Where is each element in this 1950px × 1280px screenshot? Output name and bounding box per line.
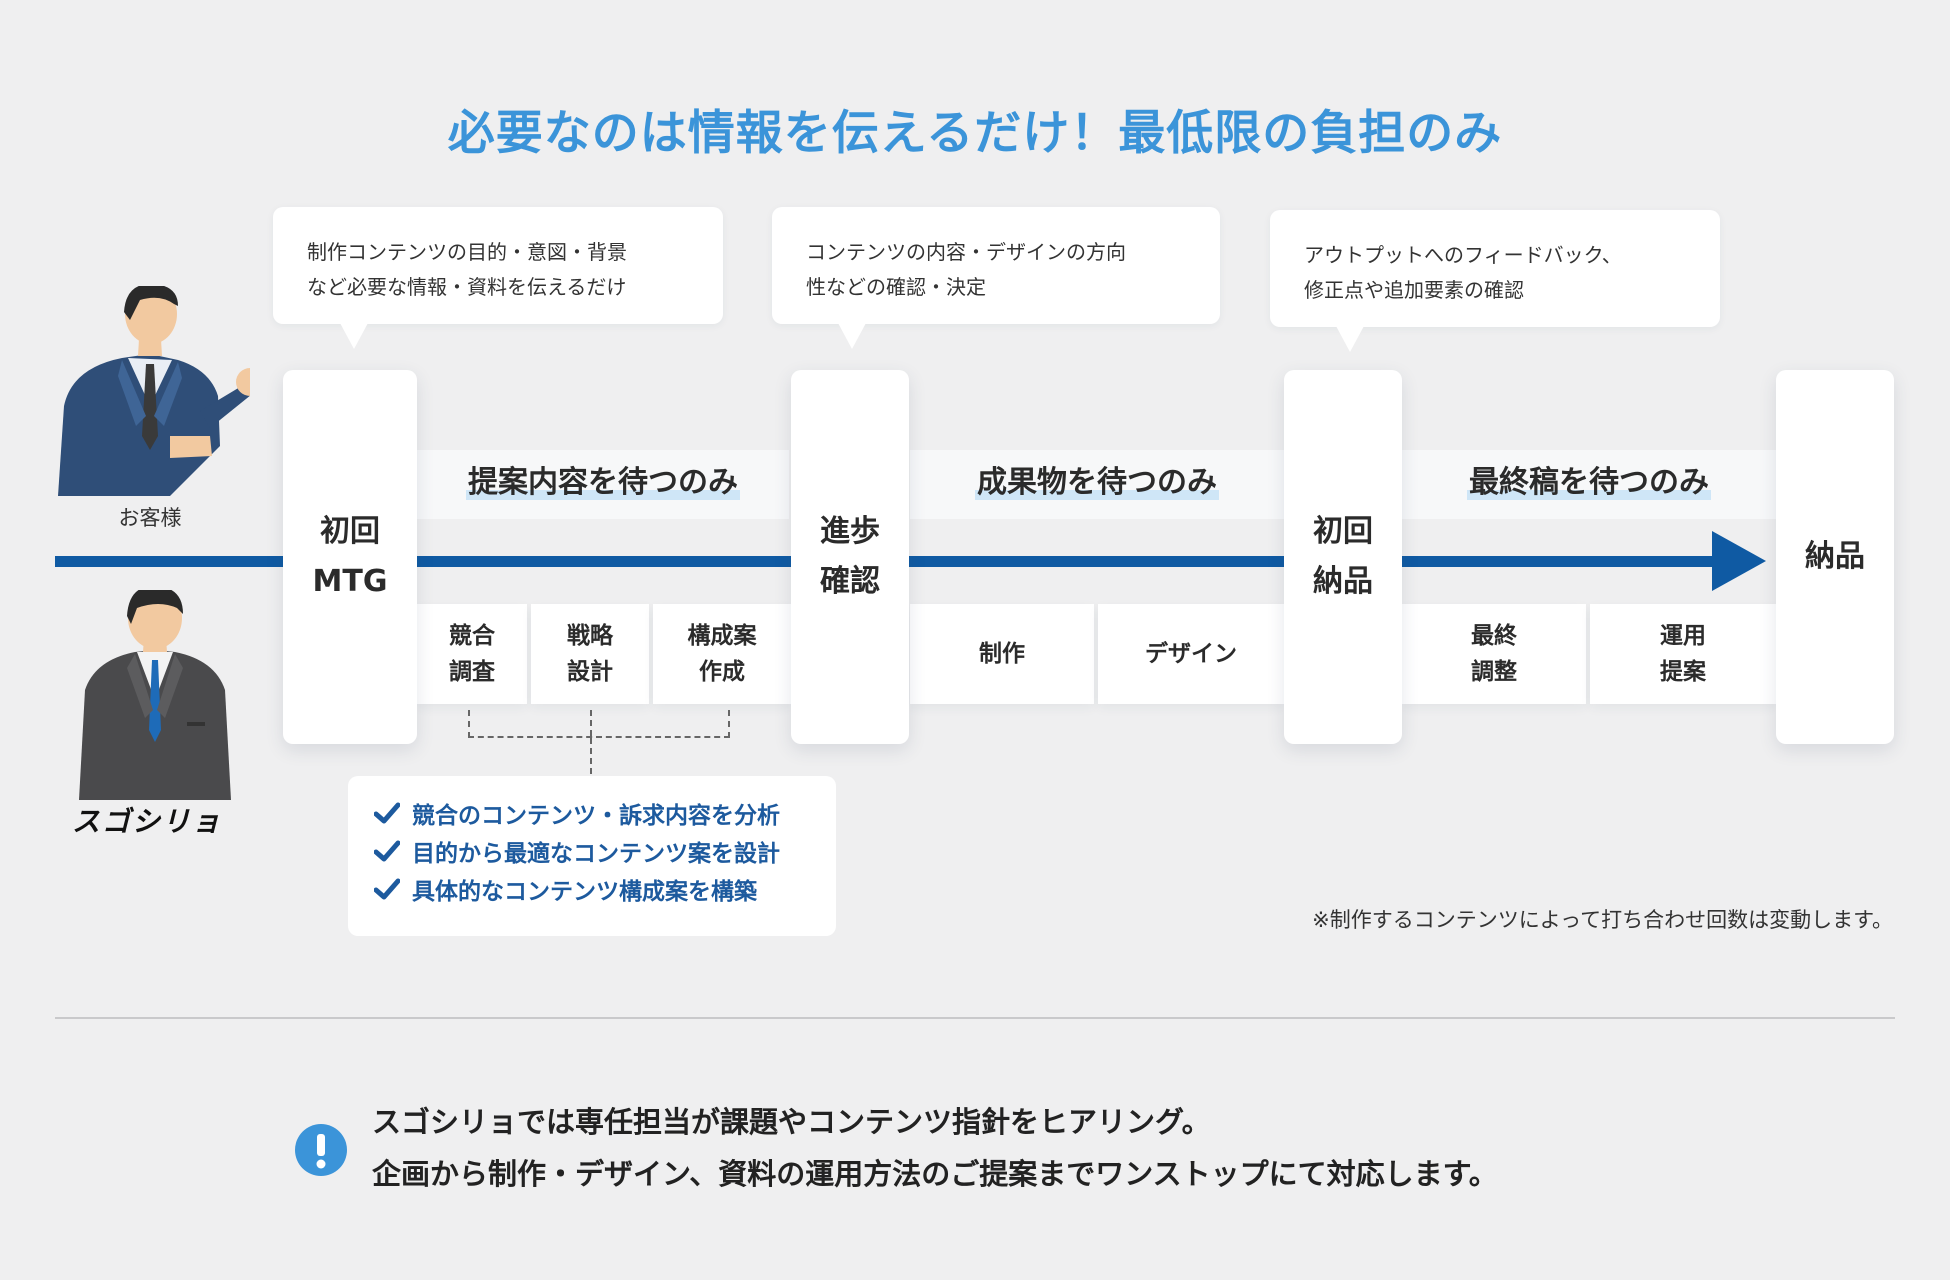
bubble-text: コンテンツの内容・デザインの方向 [806, 240, 1126, 264]
task-strip-phase1: 競合 調査 戦略 設計 構成案 作成 [417, 604, 791, 704]
wait-text: 最終稿を待つのみ [1467, 465, 1711, 500]
company-brand: スゴシリョ [72, 805, 223, 838]
milestone-progress-check: 進歩 確認 [791, 370, 909, 744]
task-bracket [468, 710, 730, 738]
bubble-text: 修正点や追加要素の確認 [1304, 278, 1524, 302]
milestone-first-delivery: 初回 納品 [1284, 370, 1402, 744]
checklist-text: 競合のコンテンツ・訴求内容を分析 [412, 803, 780, 829]
frequency-note: ※制作するコンテンツによって打ち合わせ回数は変動します。 [1312, 908, 1893, 932]
customer-label: お客様 [118, 506, 182, 530]
milestone-delivery: 納品 [1776, 370, 1894, 744]
bubble-text: など必要な情報・資料を伝えるだけ [307, 275, 627, 299]
wait-label-proposal: 提案内容を待つのみ [417, 463, 789, 503]
task-competitor-research: 競合 調査 [417, 604, 527, 704]
customer-avatar [50, 283, 292, 496]
checkmark-icon [374, 878, 400, 900]
task-strip-phase2: 制作 デザイン [910, 604, 1284, 704]
bracket-center-tick [590, 710, 592, 736]
wait-label-deliverable: 成果物を待つのみ [910, 463, 1284, 503]
bubble-tail [1336, 326, 1364, 352]
section-divider [55, 1017, 1895, 1019]
bubble-tail [340, 323, 368, 349]
task-final-adjustment: 最終 調整 [1402, 604, 1586, 704]
bubble-progress-check: コンテンツの内容・デザインの方向 性などの確認・決定 [772, 207, 1220, 324]
wait-text: 成果物を待つのみ [975, 465, 1219, 500]
checkmark-icon [374, 802, 400, 824]
footer-line-2: 企画から制作・デザイン、資料の運用方法のご提案までワンストップにて対応します。 [372, 1157, 1498, 1191]
bubble-tail [838, 323, 866, 349]
timeline-arrowhead [1712, 531, 1766, 591]
milestone-initial-mtg: 初回 MTG [283, 370, 417, 744]
checklist-item: 競合のコンテンツ・訴求内容を分析 [374, 794, 810, 832]
bubble-text: 制作コンテンツの目的・意図・背景 [307, 240, 627, 264]
bracket-stem [590, 738, 592, 774]
task-production: 制作 [910, 604, 1094, 704]
wait-label-final: 最終稿を待つのみ [1402, 463, 1776, 503]
checkmark-icon [374, 840, 400, 862]
task-outline-creation: 構成案 作成 [653, 604, 791, 704]
info-icon [295, 1124, 347, 1176]
bubble-text: アウトプットへのフィードバック、 [1304, 243, 1622, 267]
checklist-text: 具体的なコンテンツ構成案を構築 [412, 879, 757, 905]
page-title: 必要なのは情報を伝えるだけ！最低限の負担のみ [447, 106, 1503, 161]
bubble-text: 性などの確認・決定 [806, 275, 986, 299]
task-operation-proposal: 運用 提案 [1590, 604, 1776, 704]
task-design: デザイン [1098, 604, 1284, 704]
checklist-box: 競合のコンテンツ・訴求内容を分析 目的から最適なコンテンツ案を設計 具体的なコン… [348, 776, 836, 936]
task-strategy-design: 戦略 設計 [531, 604, 649, 704]
staff-avatar [75, 585, 235, 800]
checklist-item: 具体的なコンテンツ構成案を構築 [374, 870, 810, 908]
task-strip-phase3: 最終 調整 運用 提案 [1402, 604, 1776, 704]
wait-text: 提案内容を待つのみ [466, 465, 740, 500]
bubble-initial-mtg: 制作コンテンツの目的・意図・背景 など必要な情報・資料を伝えるだけ [273, 207, 723, 324]
checklist-item: 目的から最適なコンテンツ案を設計 [374, 832, 810, 870]
checklist-text: 目的から最適なコンテンツ案を設計 [412, 841, 780, 867]
footer-line-1: スゴシリョでは専任担当が課題やコンテンツ指針をヒアリング。 [372, 1105, 1211, 1139]
bubble-first-delivery: アウトプットへのフィードバック、 修正点や追加要素の確認 [1270, 210, 1720, 327]
